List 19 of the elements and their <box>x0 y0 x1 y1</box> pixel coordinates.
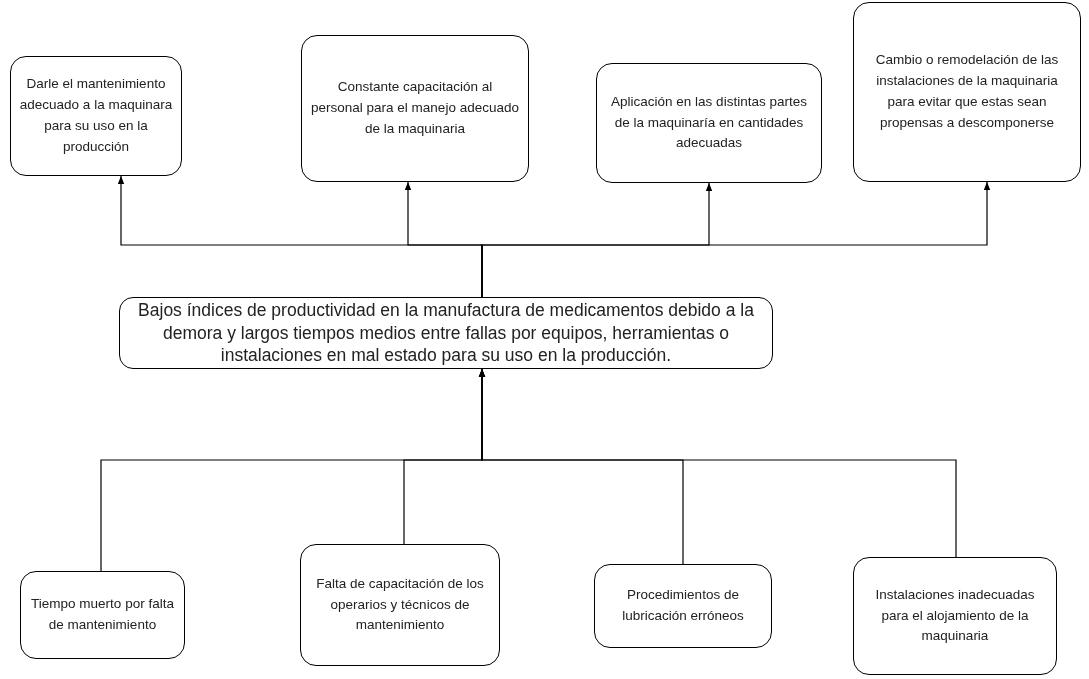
box-text: Aplicación en las distintas partes de la maquinaría en cantidades adecuadas <box>610 92 808 153</box>
box-text: Bajos índices de productividad en la manufactura de medicamentos debido a la demora y largos tiempos medios entre fallas por equipos, herramientas o instalaciones en mal estado para su uso en la producción. <box>137 298 755 368</box>
text-box <box>10 56 182 176</box>
text-box <box>20 571 185 659</box>
arrow <box>481 181 991 298</box>
box-text: Falta de capacitación de los operarios y técnicos de mantenimiento <box>315 574 485 635</box>
box-text: Cambio o remodelación de las instalaciones de la maquinaria para evitar que estas sean propensas a descomponerse <box>874 51 1060 132</box>
text-box <box>594 564 772 648</box>
arrow <box>478 368 957 558</box>
box-text: Procedimientos de lubricación erróneos <box>621 586 745 625</box>
text-box <box>300 544 500 666</box>
box-text: Instalaciones inadecuadas para el alojamiento de la maquinaria <box>874 585 1036 646</box>
text-box <box>301 35 529 182</box>
text-box <box>853 557 1057 675</box>
text-box <box>596 63 822 183</box>
text-box <box>853 2 1081 182</box>
box-text: Constante capacitación al personal para el manejo adecuado de la maquinaria <box>310 78 520 138</box>
box-text: Darle el mantenimiento adecuado a la maquinara para su uso en la producción <box>19 75 173 156</box>
box-text: Tiempo muerto por falta de mantenimiento <box>30 595 175 634</box>
